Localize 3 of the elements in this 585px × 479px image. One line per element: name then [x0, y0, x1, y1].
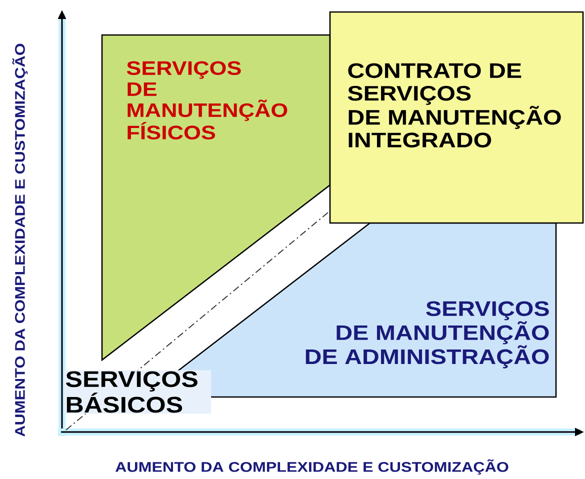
axis-label: AUMENTO DA COMPLEXIDADE E CUSTOMIZAÇÃO — [12, 44, 28, 437]
text-block: SERVIÇOS BÁSICOS — [64, 370, 212, 414]
axis-label: AUMENTO DA COMPLEXIDADE E CUSTOMIZAÇÃO — [115, 459, 508, 475]
